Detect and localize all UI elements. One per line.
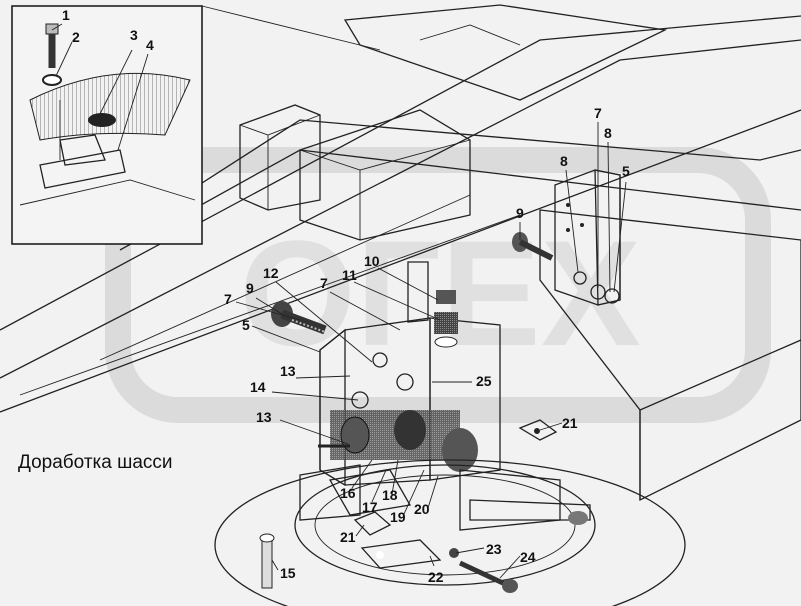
callout-15: 15 [280, 565, 296, 581]
bolt-24 [458, 560, 518, 593]
callouts: 1 2 3 4 7 8 8 5 9 10 11 12 7 9 7 5 13 14… [62, 7, 630, 585]
callout-13-top: 13 [280, 363, 296, 379]
callout-4: 4 [146, 37, 154, 53]
bolt-9-right [512, 232, 554, 261]
cross-members [239, 104, 471, 241]
clip-21-right [518, 419, 558, 441]
callout-11: 11 [342, 267, 357, 283]
callout-7-left: 7 [224, 291, 232, 307]
inset-detail [11, 5, 381, 245]
diagram-caption: Доработка шасси [18, 452, 173, 473]
callout-21-left: 21 [340, 529, 356, 545]
callout-7-mid: 7 [320, 275, 328, 291]
callout-20: 20 [414, 501, 430, 517]
callout-9-left: 9 [246, 280, 254, 296]
callout-17: 17 [362, 499, 378, 515]
callout-21-right: 21 [562, 415, 578, 431]
callout-24: 24 [520, 549, 536, 565]
callout-8-left: 8 [560, 153, 568, 169]
bolt-15 [259, 533, 275, 589]
callout-9-right: 9 [516, 205, 524, 221]
callout-18: 18 [382, 487, 398, 503]
callout-3: 3 [130, 27, 138, 43]
side-member [539, 209, 801, 502]
callout-16: 16 [340, 485, 356, 501]
callout-1: 1 [62, 7, 70, 23]
callout-22: 22 [428, 569, 444, 585]
callout-10: 10 [364, 253, 380, 269]
callout-25: 25 [476, 373, 492, 389]
callout-8-top: 8 [604, 125, 612, 141]
callout-19: 19 [390, 509, 406, 525]
callout-14: 14 [250, 379, 266, 395]
callout-5-right: 5 [622, 163, 630, 179]
callout-13-bottom: 13 [256, 409, 272, 425]
leader-lines [51, 23, 627, 579]
callout-23: 23 [486, 541, 502, 557]
callout-12: 12 [263, 265, 279, 281]
callout-5-left: 5 [242, 317, 250, 333]
callout-2: 2 [72, 29, 80, 45]
turntable [214, 459, 686, 606]
gear-mechanism [318, 410, 478, 472]
callout-7-top: 7 [594, 105, 602, 121]
